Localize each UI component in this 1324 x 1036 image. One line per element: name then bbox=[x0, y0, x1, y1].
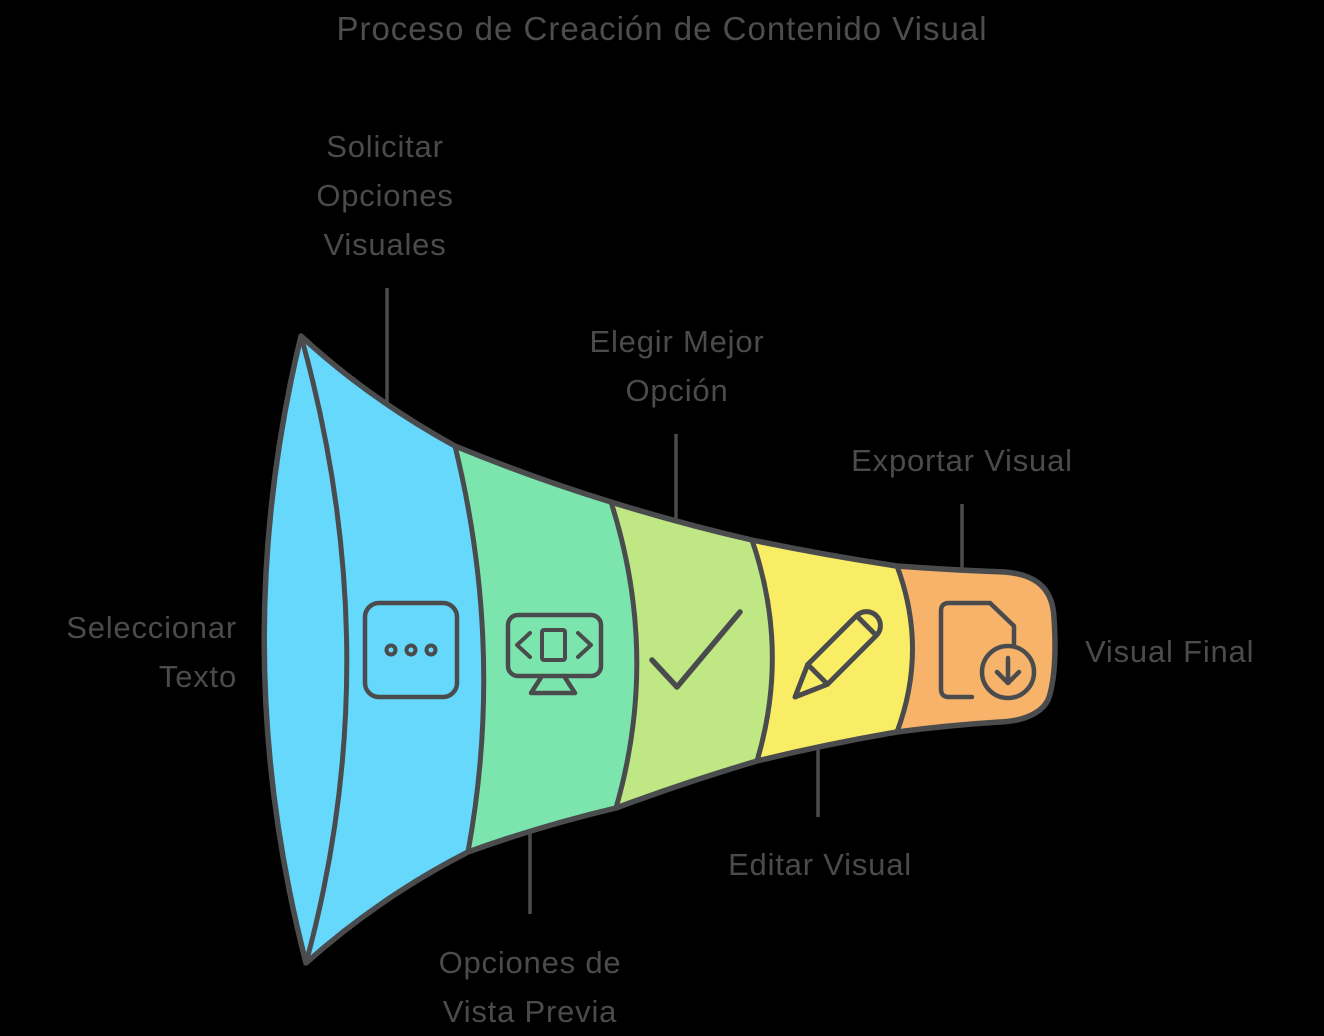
pencil-icon bbox=[792, 609, 883, 700]
label-opciones-vista-previa: Opciones de Vista Previa bbox=[438, 945, 622, 1029]
label-visual-final: Visual Final bbox=[1085, 634, 1255, 669]
checkmark-icon bbox=[649, 609, 743, 690]
boundary-1 bbox=[452, 445, 487, 853]
ellipsis-icon bbox=[362, 600, 460, 700]
diagram-title: Proceso de Creación de Contenido Visual bbox=[336, 10, 988, 47]
label-editar-visual: Editar Visual bbox=[728, 847, 912, 882]
segment-solicitar-opciones bbox=[264, 336, 484, 963]
segment-boundaries bbox=[298, 335, 915, 964]
funnel-mouth-inner-edge bbox=[298, 335, 350, 964]
boundary-3 bbox=[749, 539, 775, 762]
boundary-2 bbox=[608, 501, 640, 809]
funnel-outline bbox=[261, 333, 1058, 966]
label-exportar-visual: Exportar Visual bbox=[851, 443, 1073, 478]
boundary-4 bbox=[894, 565, 915, 733]
label-elegir-mejor-opcion: Elegir Mejor Opción bbox=[589, 324, 765, 408]
document-download-icon bbox=[938, 600, 1037, 701]
label-seleccionar-texto: Seleccionar Texto bbox=[66, 610, 237, 694]
label-solicitar-opciones-visuales: Solicitar Opciones Visuales bbox=[316, 129, 454, 262]
stage-icons bbox=[362, 600, 1037, 701]
monitor-code-icon bbox=[505, 612, 604, 696]
